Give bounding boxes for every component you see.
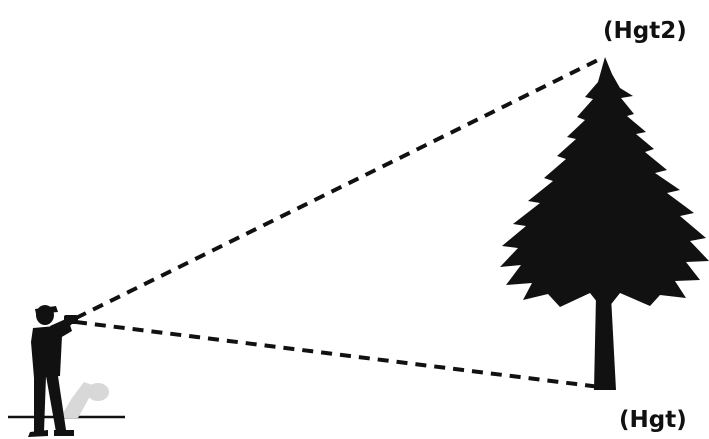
tree-silhouette [500, 57, 709, 390]
top-height-label: (Hgt2) [603, 20, 687, 43]
bottom-height-label: (Hgt) [619, 409, 687, 432]
observer-shadow [60, 382, 109, 418]
sight-line-bottom [76, 322, 600, 387]
